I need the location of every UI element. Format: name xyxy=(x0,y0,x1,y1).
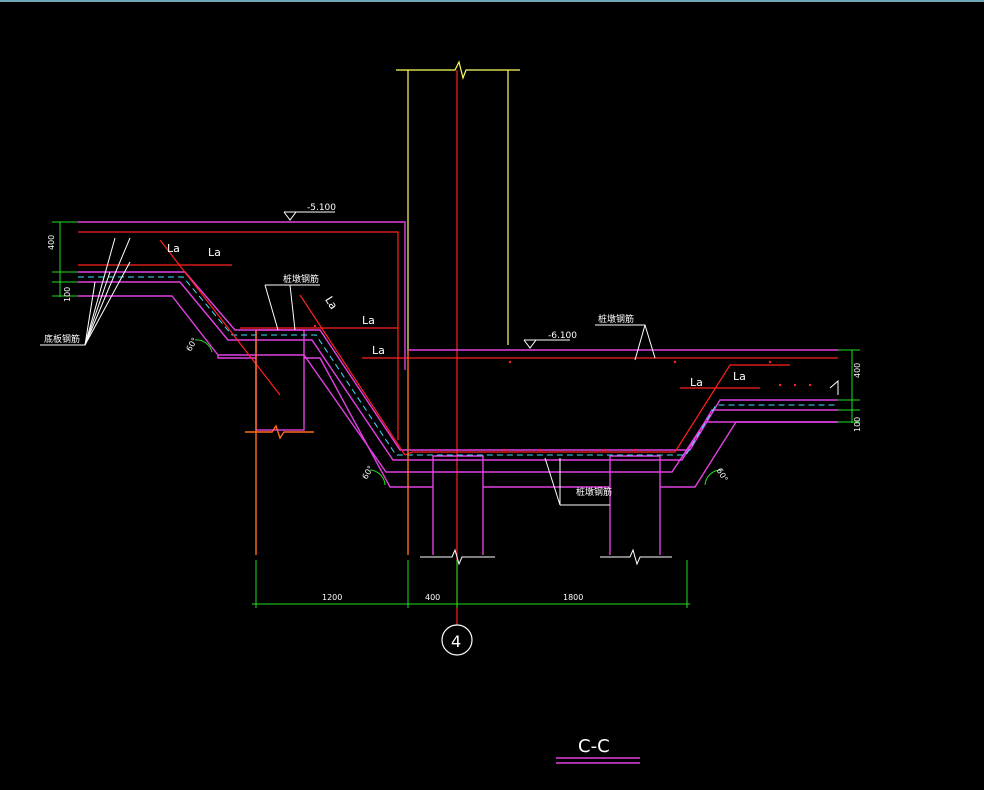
viewport-border xyxy=(0,0,984,2)
angle-label: 60° xyxy=(715,467,730,484)
dim-right-cushion: 100 xyxy=(853,417,862,432)
cushion-line xyxy=(78,276,838,456)
pile-rebar-label: 桩墩钢筋 xyxy=(576,486,612,498)
rebar-dots xyxy=(313,324,812,452)
axis-number: 4 xyxy=(451,632,461,651)
dim-left-slab: 400 xyxy=(47,235,56,250)
pile-rebar-label: 桩墩钢筋 xyxy=(283,273,319,285)
elevation-right: -6.100 xyxy=(548,331,577,341)
la-label: La xyxy=(372,344,385,357)
dim-span-mid: 400 xyxy=(425,593,440,602)
rebar-lines xyxy=(78,231,838,456)
angle-label: 60° xyxy=(185,336,200,353)
elevation-left: -5.100 xyxy=(307,203,336,213)
dim-right-slab: 400 xyxy=(853,363,862,378)
la-label: La xyxy=(208,246,221,259)
bottom-rebar-leaders xyxy=(40,237,131,346)
dim-span-right: 1800 xyxy=(563,593,583,602)
angle-label: 60° xyxy=(361,464,376,481)
la-label: La xyxy=(690,376,703,389)
pile-wall xyxy=(245,330,409,555)
column xyxy=(396,60,520,355)
dimension-lines xyxy=(52,221,860,608)
pile-rebar-leaders xyxy=(264,284,656,506)
break-marks xyxy=(420,379,839,566)
elevation-markers xyxy=(283,211,570,349)
dim-left-cushion: 100 xyxy=(63,287,72,302)
axis-bubble xyxy=(441,624,473,656)
dim-span-left: 1200 xyxy=(322,593,342,602)
section-title: C-C xyxy=(578,736,610,757)
la-label: La xyxy=(362,314,375,327)
la-label: La xyxy=(167,242,180,255)
la-label: La xyxy=(322,294,340,312)
bottom-rebar-label: 底板钢筋 xyxy=(44,333,80,345)
pile-rebar-label: 桩墩钢筋 xyxy=(598,313,634,325)
la-label: La xyxy=(733,370,746,383)
title-underline xyxy=(556,757,640,764)
